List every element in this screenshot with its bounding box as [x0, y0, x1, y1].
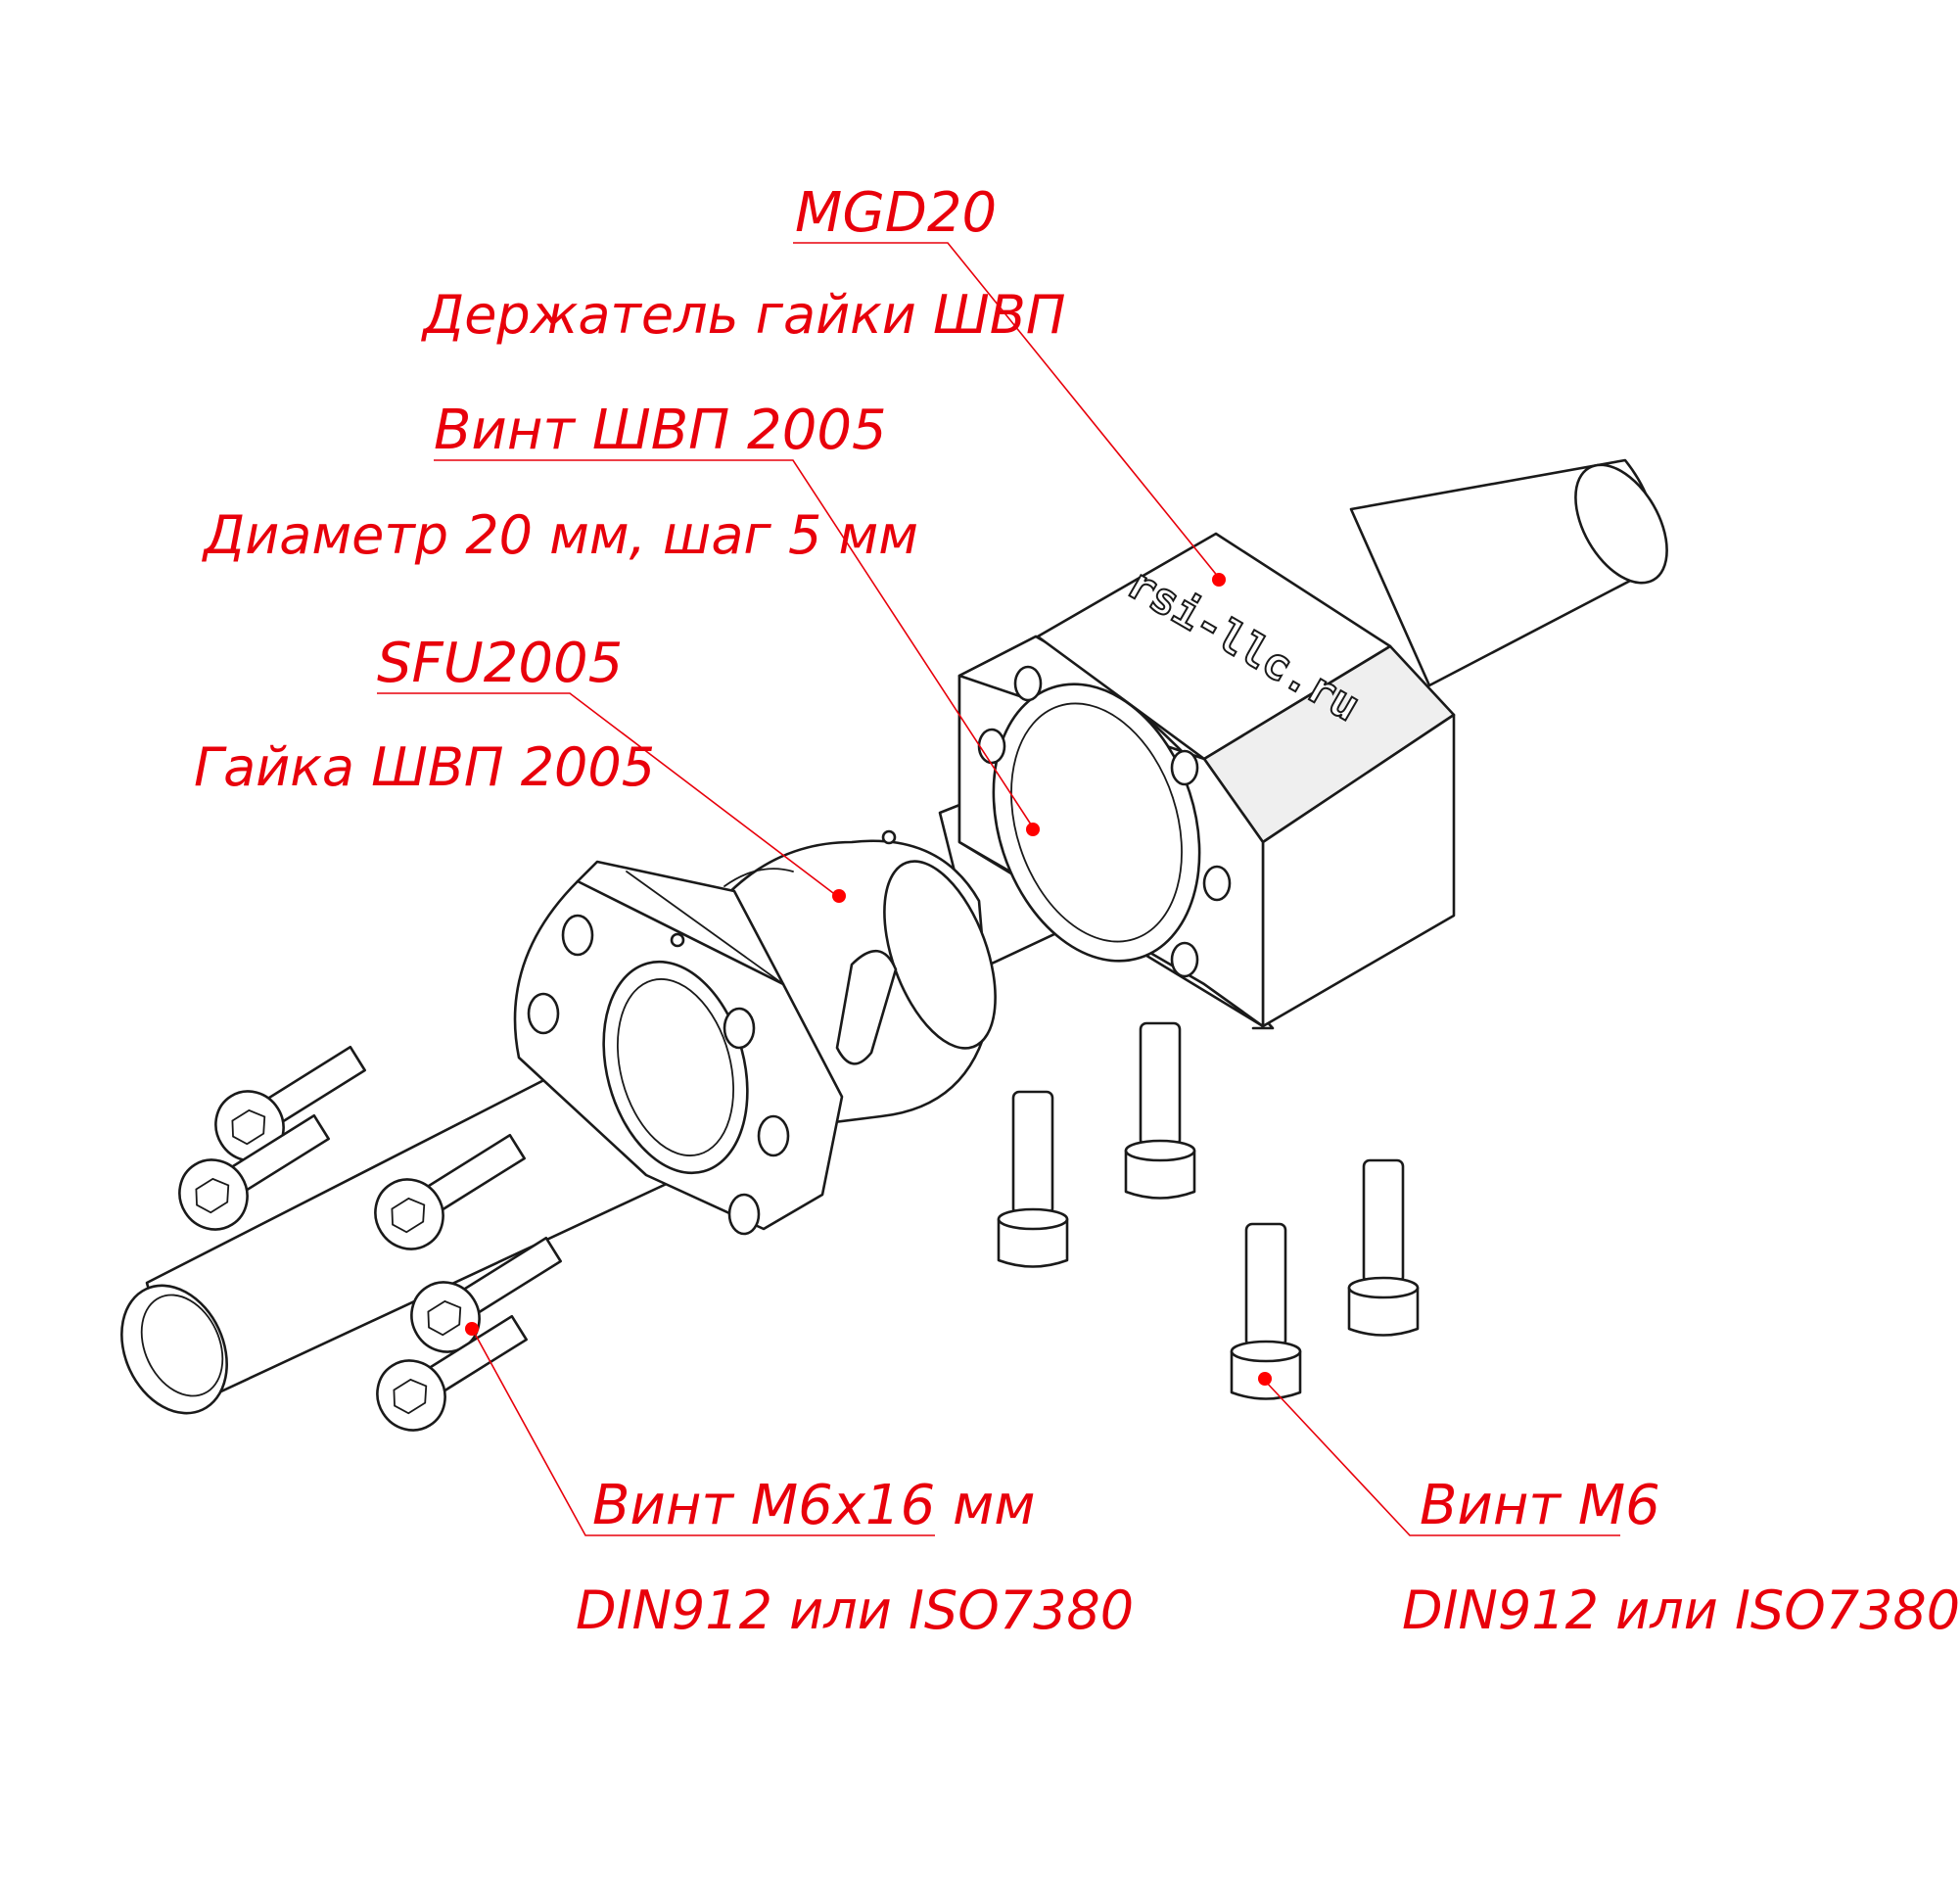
bolt-left-name-label: Винт M6x16 мм	[592, 1474, 1036, 1537]
bolts-right-group	[997, 1021, 1420, 1400]
leader-bolt-right	[1258, 1372, 1620, 1536]
leader-screw	[434, 459, 1040, 836]
bolt-left-4	[410, 1236, 562, 1353]
ballscrew-assembly-drawing: rsi-llc.ru	[120, 242, 1668, 1536]
bolt-right-4	[1347, 1158, 1420, 1337]
nut-holder-block: rsi-llc.ru	[957, 532, 1456, 1030]
bolt-left-std-label: DIN912 или ISO7380	[576, 1579, 1135, 1641]
screw-name-label: Винт ШВП 2005	[434, 399, 887, 462]
bolt-left-1	[214, 1045, 366, 1162]
nut-name-label: Гайка ШВП 2005	[194, 736, 656, 798]
leader-holder	[793, 242, 1226, 587]
bolt-right-std-label: DIN912 или ISO7380	[1402, 1579, 1960, 1641]
bolt-left-3	[374, 1133, 526, 1250]
screw-spec-label: Диаметр 20 мм, шаг 5 мм	[204, 504, 918, 566]
holder-code-label: MGD20	[795, 181, 998, 245]
bolt-right-2	[1124, 1021, 1196, 1200]
holder-name-label: Держатель гайки ШВП	[423, 284, 1066, 346]
bolt-left-5	[376, 1314, 528, 1432]
bolt-right-1	[997, 1090, 1069, 1268]
bolts-left-group	[178, 1045, 562, 1432]
leader-nut	[377, 692, 846, 903]
leader-bolt-left	[465, 1322, 935, 1536]
bolt-left-2	[178, 1113, 330, 1231]
nut-code-label: SFU2005	[377, 632, 624, 695]
ball-nut	[513, 829, 997, 1236]
bolt-right-name-label: Винт M6	[1420, 1474, 1660, 1537]
diagram-stage: rsi-llc.ru	[120, 181, 1960, 1641]
